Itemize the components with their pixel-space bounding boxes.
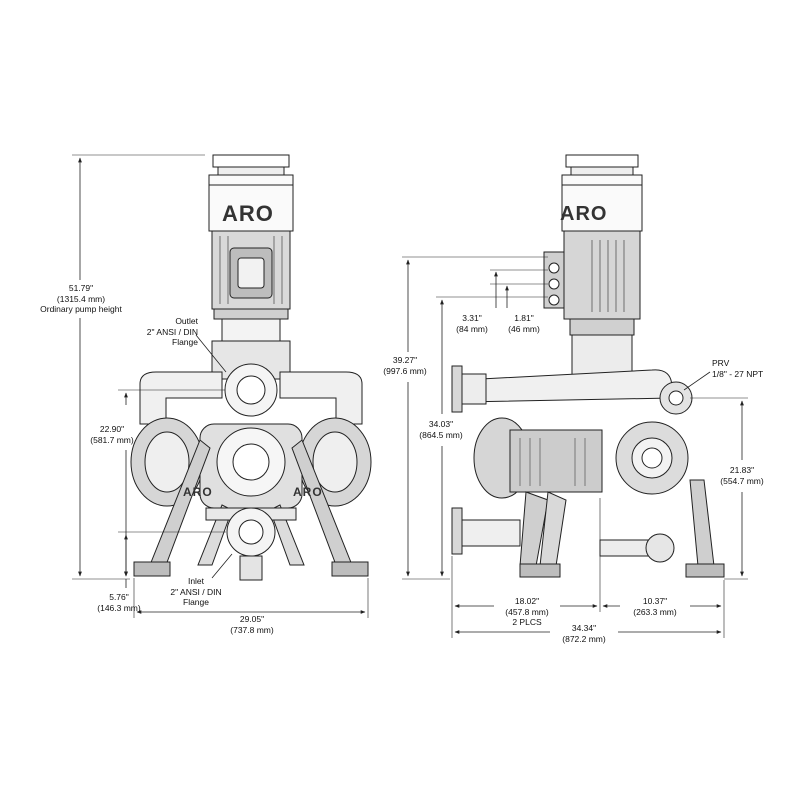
aro-housing-mark-right: ARO xyxy=(293,485,323,499)
top-height-metric: (997.6 mm) xyxy=(383,365,427,376)
overall-width-imperial: 29.05" xyxy=(239,614,265,624)
overall-depth-metric: (872.2 mm) xyxy=(562,633,606,644)
prv-spec: 1/8" - 27 NPT xyxy=(712,368,764,379)
motor-offset-a-metric: (84 mm) xyxy=(456,323,488,334)
motor-offset-b-label: 1.81" (46 mm) xyxy=(502,313,546,334)
outlet-height-label: 22.90" (581.7 mm) xyxy=(84,424,140,445)
inlet-spec: 2" ANSI / DIN xyxy=(170,586,222,597)
span-a-note: 2 PLCS xyxy=(512,617,542,627)
side-view-dimensions xyxy=(402,256,748,638)
overall-height-note: Ordinary pump height xyxy=(40,304,122,314)
overall-width-metric: (737.8 mm) xyxy=(230,624,274,635)
span-b-label: 10.37" (263.3 mm) xyxy=(620,596,690,617)
outlet-title: Outlet xyxy=(175,316,198,326)
span-b-metric: (263.3 mm) xyxy=(633,606,677,617)
outlet-spec: 2" ANSI / DIN xyxy=(146,326,198,337)
front-view-pump xyxy=(130,154,372,581)
prv-title: PRV xyxy=(712,358,730,368)
aro-logo-side: ARO xyxy=(560,203,608,225)
outlet-height-imperial: 22.90" xyxy=(99,424,125,434)
motor-offset-a-imperial: 3.31" xyxy=(462,313,482,323)
side-view-pump xyxy=(451,154,725,578)
top-height-label: 39.27" (997.6 mm) xyxy=(376,355,434,376)
motor-offset-b-metric: (46 mm) xyxy=(508,323,540,334)
span-a-imperial: 18.02" xyxy=(514,596,540,606)
prv-height-label: 21.83" (554.7 mm) xyxy=(704,465,780,486)
inlet-title: Inlet xyxy=(187,576,205,586)
aro-housing-mark-left: ARO xyxy=(183,485,213,499)
overall-depth-imperial: 34.34" xyxy=(571,623,597,633)
front-view-dimensions xyxy=(72,154,369,618)
flange-height-metric: (864.5 mm) xyxy=(419,429,463,440)
overall-depth-label: 34.34" (872.2 mm) xyxy=(550,623,618,644)
outlet-height-metric: (581.7 mm) xyxy=(90,434,134,445)
overall-width-label: 29.05" (737.8 mm) xyxy=(216,614,288,635)
inlet-label: Inlet 2" ANSI / DIN Flange xyxy=(140,576,252,608)
inlet-type: Flange xyxy=(183,597,209,607)
motor-offset-a-label: 3.31" (84 mm) xyxy=(452,313,492,334)
motor-offset-b-imperial: 1.81" xyxy=(514,313,534,323)
span-a-label: 18.02" (457.8 mm) 2 PLCS xyxy=(494,596,560,628)
span-b-imperial: 10.37" xyxy=(642,596,668,606)
top-height-imperial: 39.27" xyxy=(392,355,418,365)
overall-height-metric: (1315.4 mm) xyxy=(56,293,106,304)
overall-height-label: 51.79" (1315.4 mm) Ordinary pump height xyxy=(22,283,140,315)
aro-logo: ARO xyxy=(222,201,274,226)
inlet-height-imperial: 5.76" xyxy=(109,592,129,602)
prv-height-imperial: 21.83" xyxy=(729,465,755,475)
inlet-height-metric: (146.3 mm) xyxy=(97,602,141,613)
inlet-height-label: 5.76" (146.3 mm) xyxy=(94,592,144,613)
flange-height-label: 34.03" (864.5 mm) xyxy=(410,419,472,440)
span-a-metric: (457.8 mm) xyxy=(505,606,549,617)
outlet-type: Flange xyxy=(172,337,198,347)
flange-height-imperial: 34.03" xyxy=(428,419,454,429)
prv-label: PRV 1/8" - 27 NPT xyxy=(712,358,792,379)
prv-height-metric: (554.7 mm) xyxy=(720,475,764,486)
outlet-label: Outlet 2" ANSI / DIN Flange xyxy=(110,316,198,348)
overall-height-imperial: 51.79" xyxy=(68,283,94,293)
